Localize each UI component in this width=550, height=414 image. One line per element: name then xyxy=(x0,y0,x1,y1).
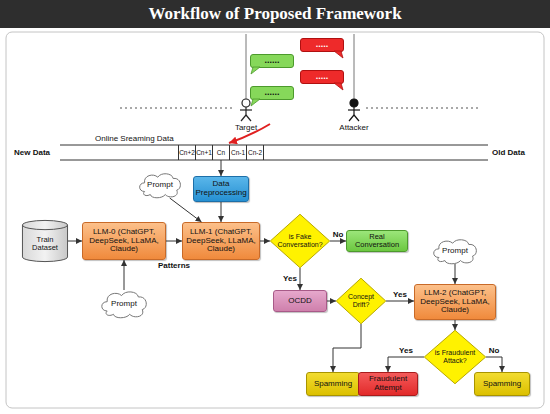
node-text: LLM-0 (ChatGPT, DeepSeek, LLaMA, Claude) xyxy=(89,227,158,254)
result-box: Spamming xyxy=(474,372,530,396)
flow-arrow xyxy=(327,301,336,302)
cell-label: Cn-2 xyxy=(248,149,262,156)
bubble-tail xyxy=(253,67,261,74)
timeline-line xyxy=(246,34,247,99)
edge-label: Yes xyxy=(399,347,413,355)
flow-arrow xyxy=(330,241,346,242)
flow-arrow xyxy=(170,198,202,222)
node-text: OCDD xyxy=(288,296,312,305)
node-text: ...... xyxy=(264,87,279,97)
node-text: Fraudulent Attempt xyxy=(369,374,407,392)
annotation-label: New Data xyxy=(14,149,50,157)
result-box: Fraudulent Attempt xyxy=(358,372,418,396)
annotation-label: Target xyxy=(235,124,257,132)
flow-arrow xyxy=(221,202,222,222)
frame xyxy=(6,32,544,408)
title-text: Workflow of Proposed Framework xyxy=(148,4,401,24)
annotation-label: Old Data xyxy=(492,149,525,157)
bubble-tail xyxy=(333,83,341,90)
node-text: ..... xyxy=(316,71,329,81)
process-box: OCDD xyxy=(273,290,327,312)
edge-label: Patterns xyxy=(158,262,190,270)
decision-diamond: is Fake Conversation? xyxy=(270,214,330,268)
node-text: Spamming xyxy=(483,379,521,388)
node-text: Prompt xyxy=(147,180,173,189)
node-text: is Fake Conversation? xyxy=(277,233,322,248)
flow-arrow xyxy=(455,264,456,284)
speech-bubble: ..... xyxy=(300,70,344,84)
result-box: Real Conversation xyxy=(346,230,408,252)
node-text: ..... xyxy=(316,39,329,49)
decision-diamond: Concept Drift? xyxy=(336,278,386,324)
node-text: Train Dataset xyxy=(32,235,58,252)
prompt-cloud: Prompt xyxy=(432,238,478,264)
data-stream xyxy=(60,145,488,160)
flow-arrow xyxy=(166,241,182,242)
annotation-label: Online Sreaming Data xyxy=(95,135,174,143)
prompt-cloud: Prompt xyxy=(138,172,182,198)
llm-box: LLM-1 (ChatGPT, DeepSeek, LLaMA, Claude) xyxy=(182,222,260,260)
cell-label: Cn-1 xyxy=(231,149,245,156)
llm-box: LLM-2 (ChatGPT, DeepSeek, LLaMA, Claude) xyxy=(414,284,496,320)
node-text: Prompt xyxy=(442,246,468,255)
edge-label: Yes xyxy=(393,291,407,299)
speech-bubble: ...... xyxy=(250,54,294,68)
flow-arrow xyxy=(333,324,361,372)
node-text: Prompt xyxy=(111,299,137,308)
title-bar: Workflow of Proposed Framework xyxy=(0,0,550,28)
red-arrow xyxy=(229,124,270,143)
database-cylinder: Train Dataset xyxy=(22,220,68,262)
flow-arrow xyxy=(388,357,424,372)
flow-arrow xyxy=(124,260,125,290)
node-text: Concept Drift? xyxy=(348,293,374,308)
flow-arrow xyxy=(260,241,270,242)
edge-label: Yes xyxy=(283,275,297,283)
cell-label: Cn+1 xyxy=(196,149,212,156)
cell-label: Cn xyxy=(217,149,225,156)
cell-label: Cn+2 xyxy=(179,149,195,156)
speech-bubble: ..... xyxy=(300,38,344,52)
prompt-cloud: Prompt xyxy=(100,290,148,318)
speech-bubble: ...... xyxy=(250,86,294,100)
process-box: Data Preprocessing xyxy=(193,176,249,202)
node-text: Data Preprocessing xyxy=(195,179,246,197)
attacker-figure xyxy=(348,99,360,121)
node-text: Spamming xyxy=(314,379,352,388)
flow-arrow xyxy=(486,357,502,372)
dotted-line xyxy=(366,107,480,108)
flow-arrow xyxy=(300,268,301,290)
edge-label: No xyxy=(333,231,344,239)
node-text: Real Conversation xyxy=(355,232,399,249)
result-box: Spamming xyxy=(306,372,360,396)
node-text: ...... xyxy=(264,55,279,65)
llm-box: LLM-0 (ChatGPT, DeepSeek, LLaMA, Claude) xyxy=(82,222,166,260)
bubble-tail xyxy=(333,51,341,58)
annotation-label: Attacker xyxy=(339,124,368,132)
flow-arrow xyxy=(455,320,456,330)
timeline-line xyxy=(354,34,355,99)
flow-arrow xyxy=(68,241,82,242)
node-text: is Fraudulent Attack? xyxy=(435,349,475,364)
leader-arrow xyxy=(221,160,222,176)
bubble-tail xyxy=(253,99,261,106)
dotted-line xyxy=(120,107,234,108)
target-figure xyxy=(240,99,252,121)
edge-label: No xyxy=(489,347,500,355)
node-text: LLM-2 (ChatGPT, DeepSeek, LLaMA, Claude) xyxy=(420,288,489,315)
node-text: LLM-1 (ChatGPT, DeepSeek, LLaMA, Claude) xyxy=(186,227,255,254)
flow-arrow xyxy=(386,301,414,302)
